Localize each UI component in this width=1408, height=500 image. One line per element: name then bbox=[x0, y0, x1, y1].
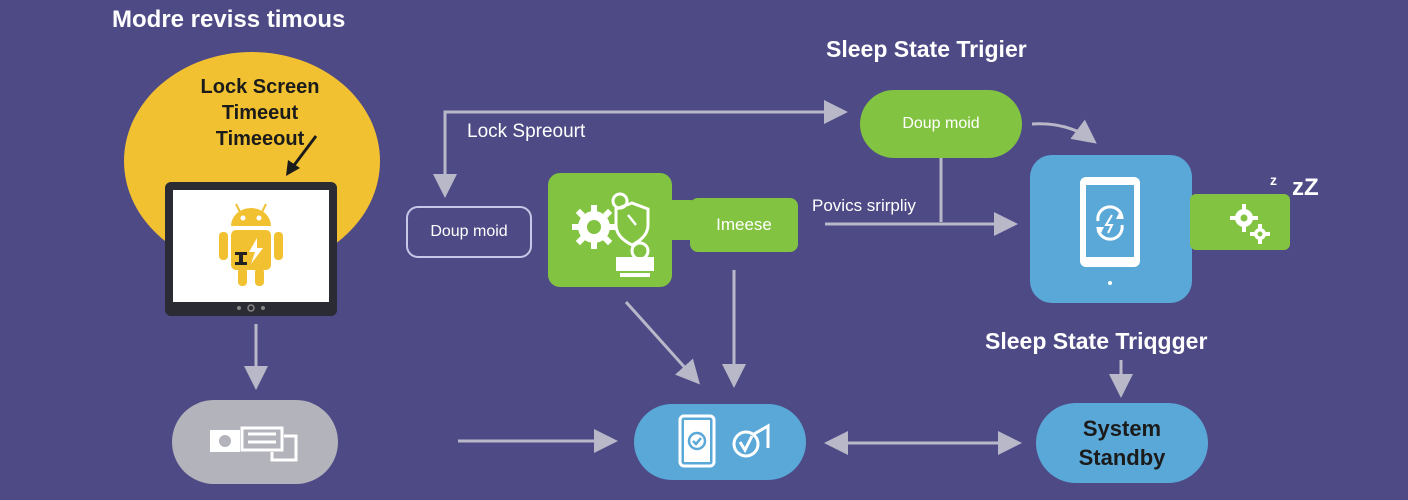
imeese-node: Imeese bbox=[690, 198, 798, 252]
gears-shield-glyph bbox=[572, 192, 654, 277]
sleep-state-title-bottom: Sleep State Triqgger bbox=[985, 328, 1208, 354]
arrow-gears-to-blue bbox=[624, 300, 701, 385]
settings-gears-icon bbox=[1190, 194, 1290, 250]
sleep-zzz-small: z bbox=[1270, 172, 1277, 188]
sleep-state-title-top: Sleep State Trigier bbox=[826, 36, 1027, 62]
doup-moid-green-node: Doup moid bbox=[860, 90, 1022, 158]
tablet-screen bbox=[173, 190, 329, 302]
document-card-icon bbox=[172, 400, 338, 484]
check-device-icon bbox=[634, 404, 806, 480]
tablet-buttons bbox=[237, 304, 265, 312]
lock-screen-line-3: Timeeout bbox=[215, 128, 305, 150]
android-robot-icon bbox=[219, 203, 283, 286]
lock-screen-text: Lock Screen Timeeut Timeeout bbox=[160, 74, 360, 152]
phone-sync-icon bbox=[1030, 155, 1192, 303]
lock-screen-line-2: Timeeut bbox=[221, 102, 299, 124]
document-card-glyph bbox=[210, 426, 298, 462]
system-standby-line-1: System bbox=[1082, 416, 1162, 441]
settings-gears-glyph bbox=[1230, 204, 1270, 244]
doup-moid-outline-node: Doup moid bbox=[406, 206, 532, 258]
sleep-zzz-icon: zZ bbox=[1292, 174, 1319, 201]
system-standby-node: System Standby bbox=[1036, 403, 1208, 483]
arrow-doup-to-phone bbox=[1031, 119, 1097, 144]
lock-spreourt-label: Lock Spreourt bbox=[467, 121, 586, 142]
gears-shield-icon bbox=[548, 173, 672, 287]
phone-sync-glyph bbox=[1080, 177, 1140, 285]
system-standby-line-2: Standby bbox=[1078, 445, 1166, 470]
povics-label: Povics srirpliy bbox=[812, 196, 916, 215]
android-tablet-icon bbox=[165, 182, 337, 316]
lock-screen-line-1: Lock Screen bbox=[200, 76, 320, 98]
check-device-glyph bbox=[678, 414, 770, 468]
diagram-title: Modre reviss timous bbox=[112, 6, 346, 33]
